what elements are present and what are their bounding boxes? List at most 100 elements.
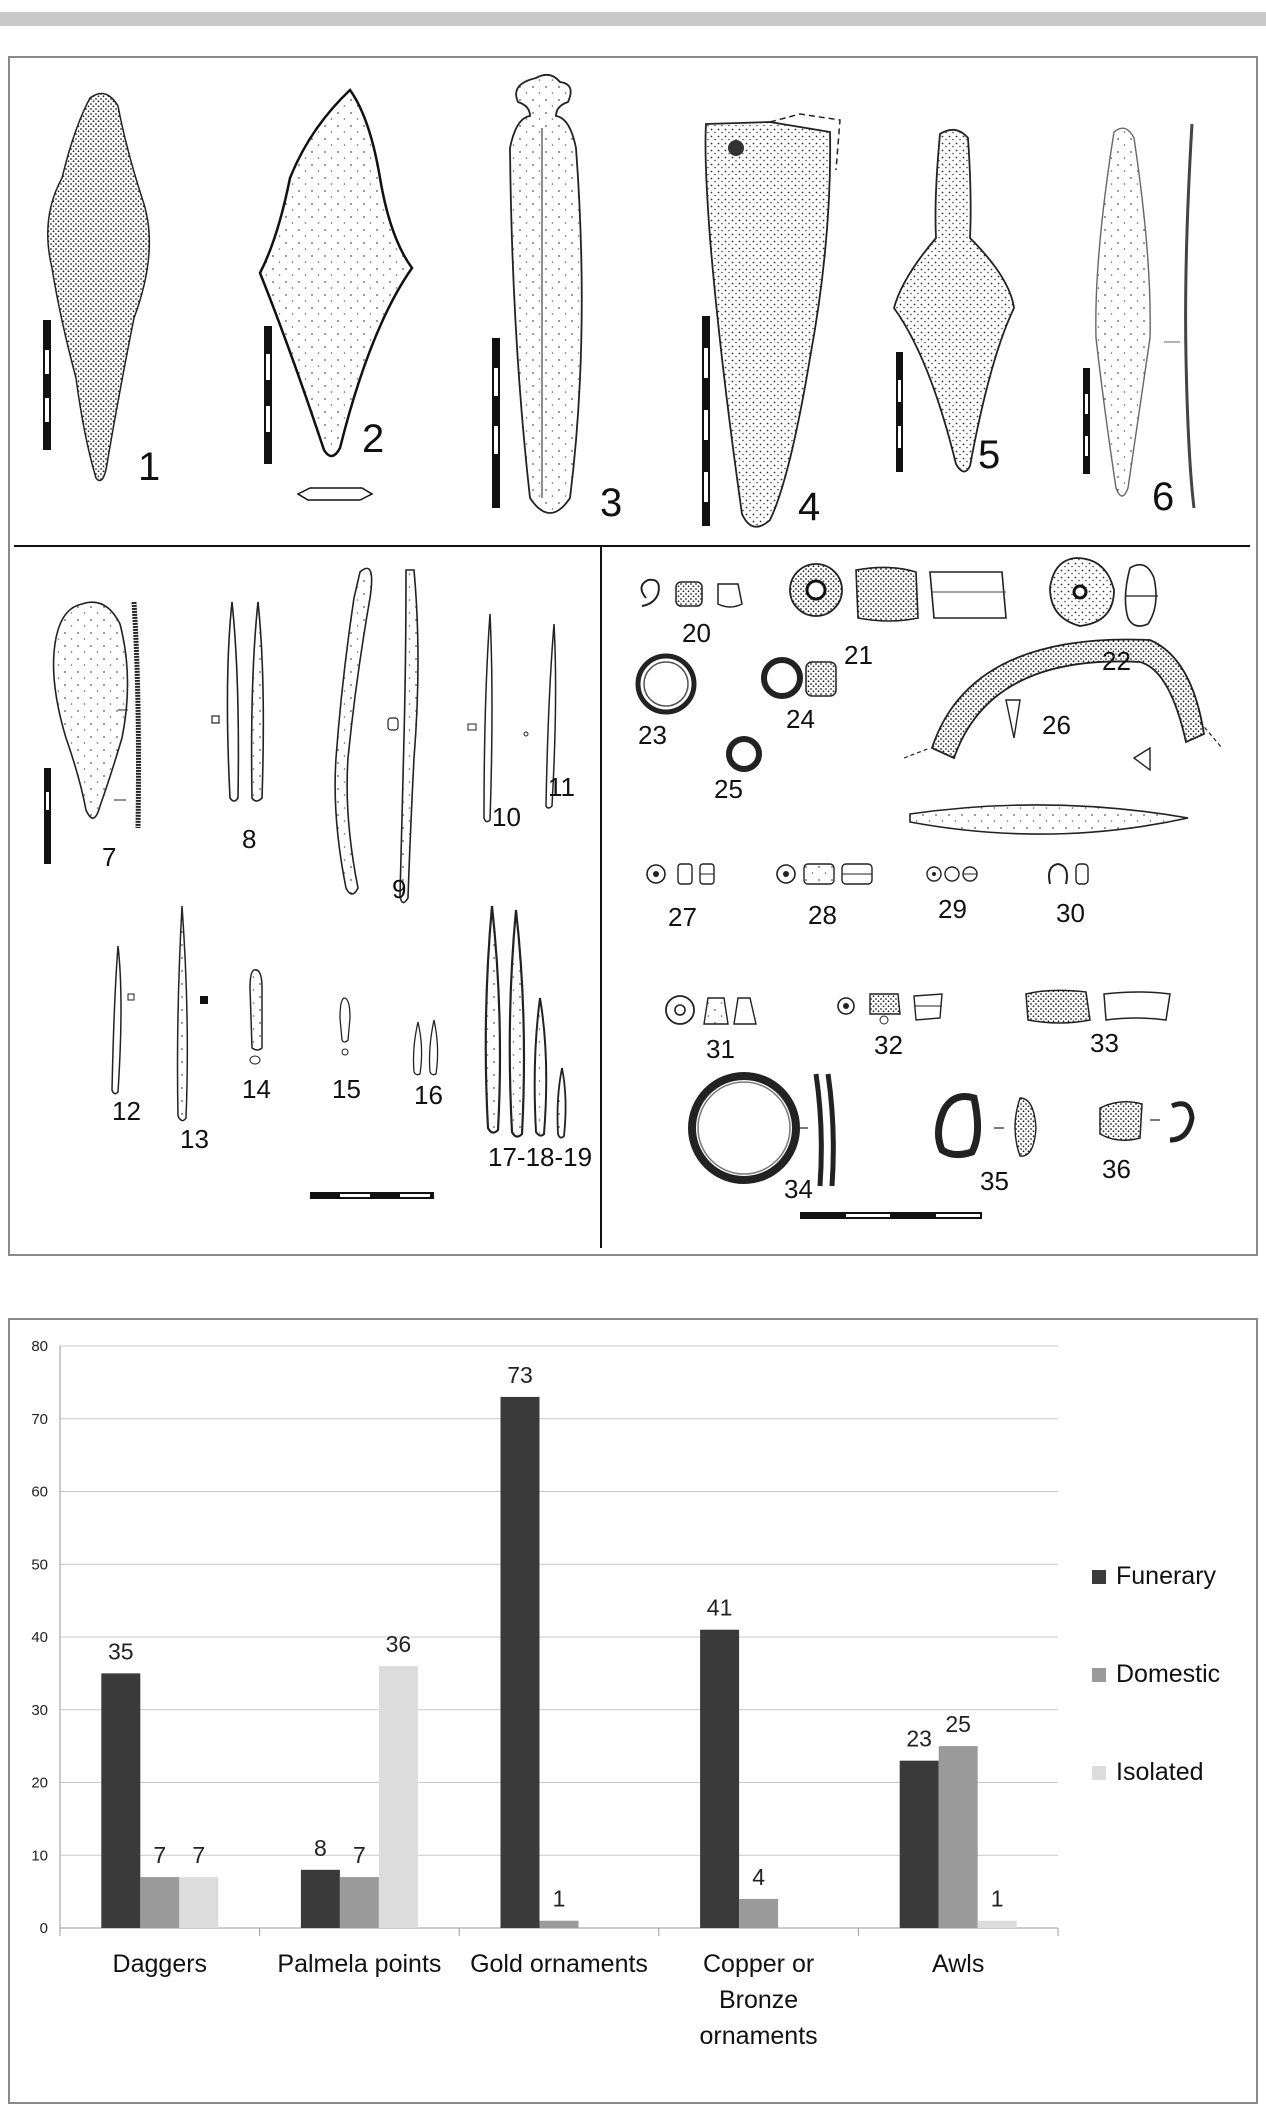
data-label: 23 [906,1726,932,1752]
artifact-9 [334,567,419,904]
x-category-label: Daggers [113,1950,208,1978]
x-category-label: Bronze [719,1986,798,2014]
artifact-5 [893,128,1015,473]
artifact-15 [339,997,351,1056]
legend-label-isolated: Isolated [1116,1758,1204,1786]
x-category-label: Palmela points [277,1950,441,1978]
bar-funerary [899,1760,939,1928]
legend-label-funerary: Funerary [1116,1562,1217,1590]
y-tick-label: 70 [31,1411,48,1428]
fig-num-21: 21 [844,640,873,670]
top-rule [0,12,1266,26]
fig-num-1: 1 [138,445,160,489]
fig-num-10: 10 [492,802,521,832]
fig-num-23: 23 [638,720,667,750]
fig-num-13: 13 [180,1124,209,1154]
bar-funerary [700,1629,740,1928]
data-label: 35 [108,1638,134,1664]
artifact-1 [43,92,151,482]
legend-swatch-funerary [1092,1570,1106,1584]
fig-num-35: 35 [980,1166,1009,1196]
y-tick-label: 10 [31,1847,48,1864]
y-tick-label: 30 [31,1702,48,1719]
fig-num-6: 6 [1152,475,1174,519]
artifact-25 [726,736,762,772]
data-label: 73 [507,1362,533,1388]
fig-num-2: 2 [362,417,384,461]
artifact-33 [1025,989,1171,1024]
x-category-label: ornaments [700,2022,818,2050]
artifact-4 [702,113,841,528]
bar-domestic [140,1877,180,1928]
artifact-32 [837,993,943,1025]
legend-swatch-domestic [1092,1668,1106,1682]
fig-num-33: 33 [1090,1028,1119,1058]
fig-num-17-18-19: 17-18-19 [488,1142,592,1172]
fig-num-32: 32 [874,1030,903,1060]
artifact-36 [1099,1101,1195,1143]
bar-isolated [179,1877,219,1928]
fig-num-7: 7 [102,842,116,872]
fig-num-34: 34 [784,1174,813,1204]
fig-num-5: 5 [978,433,1000,477]
fig-num-29: 29 [938,894,967,924]
artifact-34 [688,1072,836,1187]
data-label: 1 [553,1886,566,1912]
artifact-27 [646,863,715,885]
fig-num-12: 12 [112,1096,141,1126]
artifact-14 [249,969,263,1065]
bar-funerary [101,1673,141,1928]
artifact-17-18-19 [484,905,567,1139]
artifact-10 [467,613,493,823]
fig-num-22: 22 [1102,646,1131,676]
fig-num-36: 36 [1102,1154,1131,1184]
artifact-16 [412,1019,439,1076]
fig-num-15: 15 [332,1074,361,1104]
y-tick-label: 50 [31,1556,48,1573]
bar-domestic [739,1898,779,1928]
artifact-21 [789,563,1007,622]
fig-num-9: 9 [392,874,406,904]
fig-num-4: 4 [798,485,820,529]
figure-numbers: 1 2 3 4 5 6 7 8 9 10 11 12 13 14 15 16 1… [102,417,1174,1204]
data-label: 4 [752,1864,765,1890]
fig-num-25: 25 [714,774,743,804]
bar-funerary [500,1396,540,1928]
artifact-6 [1083,123,1196,509]
artifact-28 [776,863,873,885]
artifact-23 [635,653,697,715]
artifact-12 [111,945,135,1095]
fig-num-26: 26 [1042,710,1071,740]
data-label: 41 [707,1595,733,1621]
fig-num-27: 27 [668,902,697,932]
artifact-20 [640,578,743,608]
bar-domestic [539,1920,579,1928]
bar-funerary [300,1869,340,1928]
legend-label-domestic: Domestic [1116,1660,1220,1688]
fig-num-14: 14 [242,1074,271,1104]
artifact-13 [176,905,208,1122]
artifact-plate: 1 2 3 4 5 6 7 8 9 10 11 12 13 14 15 16 1… [8,56,1258,1256]
y-tick-label: 60 [31,1484,48,1501]
artifact-22 [1049,557,1158,627]
artifact-24 [761,657,837,699]
y-tick-label: 0 [40,1920,48,1937]
artifact-31 [665,995,757,1025]
data-label: 7 [153,1842,166,1868]
artifact-8 [211,601,265,802]
data-label: 1 [991,1886,1004,1912]
artifact-35 [935,1093,1037,1159]
artifact-26 [903,638,1223,835]
fig-num-30: 30 [1056,898,1085,928]
fig-num-20: 20 [682,618,711,648]
fig-num-28: 28 [808,900,837,930]
artifact-29 [926,866,978,882]
x-category-label: Copper or [703,1950,814,1978]
data-label: 8 [314,1835,327,1861]
fig-num-11: 11 [548,772,575,802]
fig-num-24: 24 [786,704,815,734]
data-label: 7 [353,1842,366,1868]
scale-bar-right [800,1212,982,1219]
